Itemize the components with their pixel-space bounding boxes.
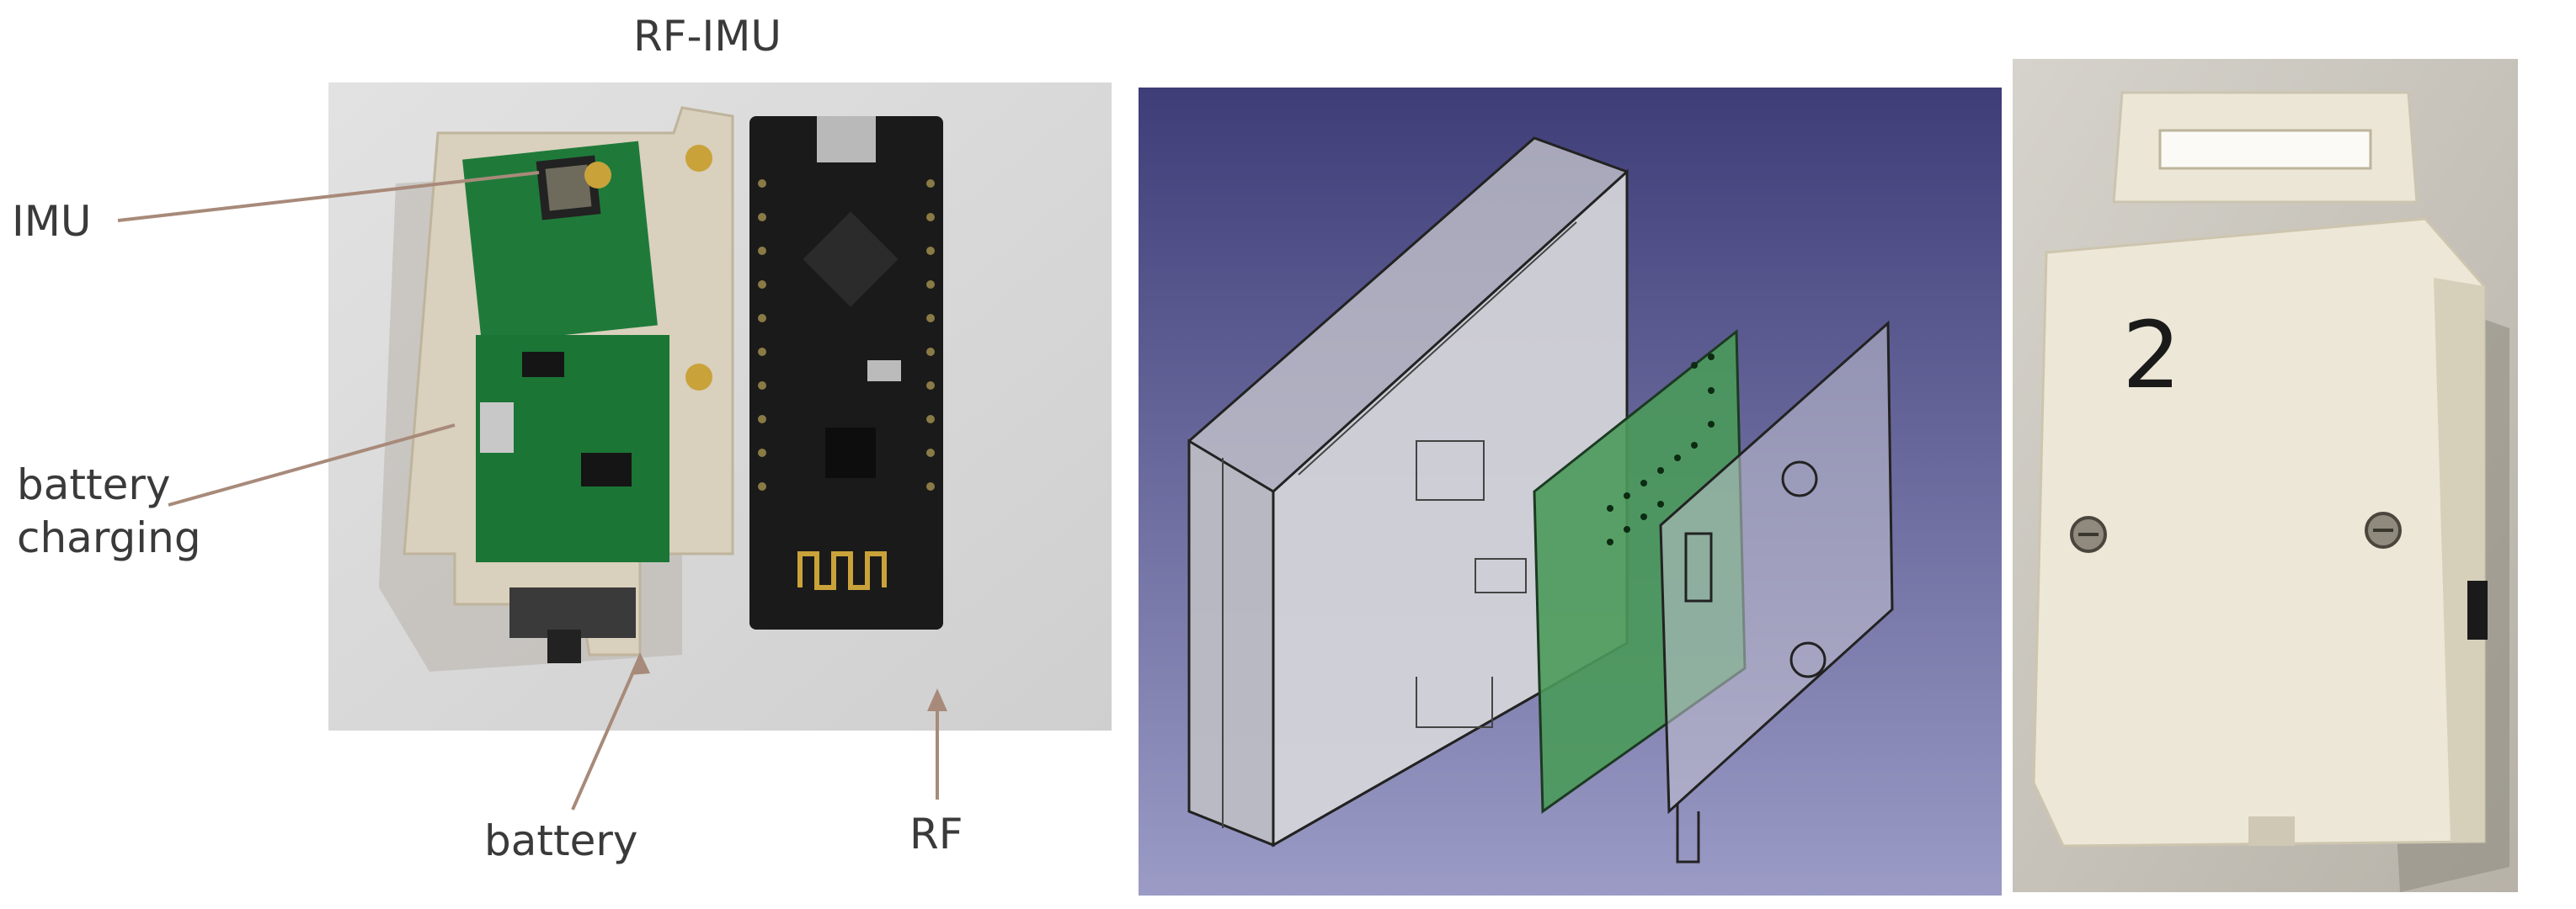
figure-title: RF-IMU bbox=[633, 12, 782, 61]
rf-pcb bbox=[749, 116, 943, 630]
label-battery: battery bbox=[484, 816, 638, 865]
case-slot bbox=[2158, 129, 2372, 170]
label-imu: IMU bbox=[12, 197, 92, 246]
cad-lid bbox=[1659, 320, 1894, 815]
label-battery-charging-line2: charging bbox=[17, 513, 201, 562]
label-battery-charging: battery charging bbox=[17, 459, 201, 564]
label-rf: RF bbox=[909, 810, 963, 858]
printed-case-photo: 2 bbox=[2013, 59, 2518, 892]
case-switch bbox=[2467, 581, 2488, 640]
cad-exploded-view bbox=[1139, 88, 2002, 896]
case-number: 2 bbox=[2122, 301, 2181, 409]
label-battery-charging-line1: battery bbox=[17, 460, 171, 509]
rf-imu-photo bbox=[328, 82, 1112, 731]
